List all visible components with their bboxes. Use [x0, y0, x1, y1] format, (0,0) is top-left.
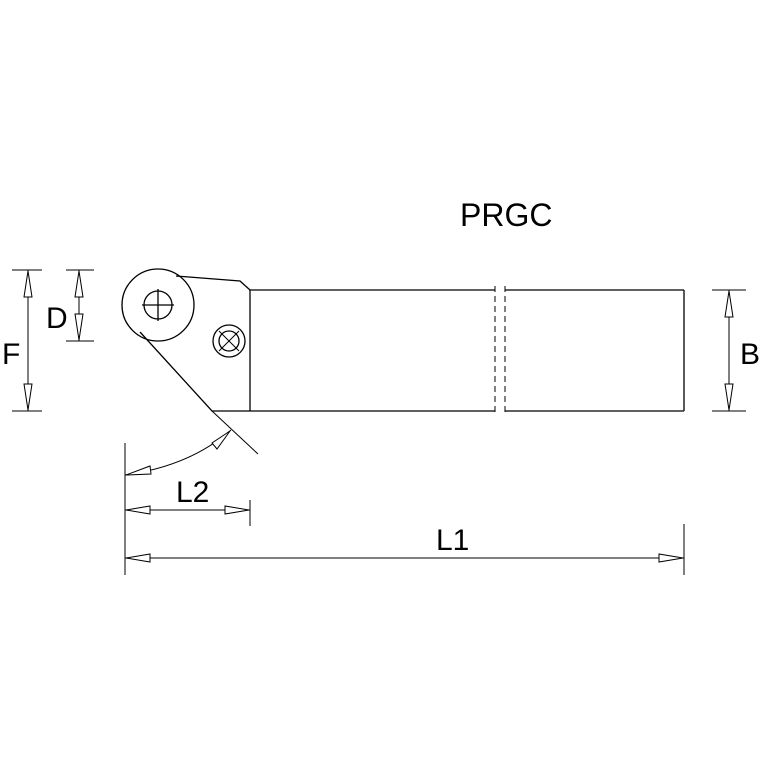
dimension-b: B [712, 289, 760, 412]
dimension-b-label: B [740, 338, 760, 371]
holder-head [139, 275, 251, 412]
dimension-d: D [46, 269, 94, 342]
round-insert [121, 268, 195, 342]
dimension-l2: L2 [125, 476, 251, 526]
dimension-l2-label: L2 [176, 476, 209, 509]
shank [249, 286, 685, 415]
clamp-screw-icon [212, 324, 246, 358]
dimension-d-label: D [46, 302, 68, 335]
dimension-l1-label: L1 [436, 524, 469, 557]
dimension-f: F [2, 269, 42, 412]
dimension-l1: L1 [124, 443, 685, 575]
drawing-title: PRGC [460, 197, 552, 233]
approach-angle [124, 410, 259, 476]
dimension-f-label: F [2, 338, 20, 371]
